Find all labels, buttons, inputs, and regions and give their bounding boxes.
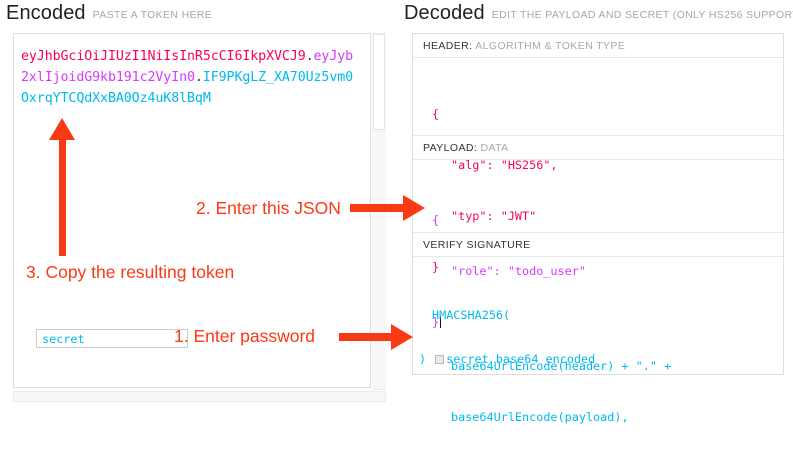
payload-line-3: } <box>432 314 783 331</box>
signature-line-1: HMACSHA256( <box>432 308 511 322</box>
payload-line-1: { <box>432 213 440 227</box>
annotation-step-3-arrow-shaft <box>59 138 66 256</box>
header-line-2: "alg": "HS256", <box>451 158 558 172</box>
header-code-area[interactable]: { "alg": "HS256", "typ": "JWT" } <box>413 58 783 274</box>
encoded-horizontal-scrollbar[interactable] <box>13 391 386 402</box>
decoded-title-text: Decoded <box>404 2 485 24</box>
header-label-value: ALGORITHM & TOKEN TYPE <box>475 40 626 52</box>
annotation-step-3-text: 3. Copy the resulting token <box>26 262 235 282</box>
header-line-3: "typ": "JWT" <box>451 209 537 223</box>
signature-closing-paren: ) <box>419 352 427 366</box>
signature-line-3: base64UrlEncode(payload), <box>451 410 629 424</box>
token-payload-segment: eyJyb2xlIjoidG9kb191c2VyIn0 <box>21 49 354 85</box>
token-signature-segment: IF9PKgLZ_XA70Uz5vm0OxrqYTCQdXxBA0Oz4uK8l… <box>21 70 354 106</box>
payload-section-label: PAYLOAD: DATA <box>413 136 783 160</box>
encoded-token-textarea[interactable] <box>13 33 371 388</box>
annotation-step-2-arrow-head <box>403 195 425 221</box>
encoded-scrollbar-thumb[interactable] <box>373 34 385 130</box>
encoded-title-text: Encoded <box>6 2 86 24</box>
payload-line-2: "role": "todo_user" <box>451 264 586 278</box>
decoded-subtitle-text: EDIT THE PAYLOAD AND SECRET (ONLY HS256 … <box>491 9 793 21</box>
header-label-key: HEADER: <box>423 40 473 52</box>
secret-input[interactable] <box>36 329 188 348</box>
payload-label-key: PAYLOAD: <box>423 142 478 154</box>
token-header-segment: eyJhbGciOiJIUzI1NiIsInR5cCI6IkpXVCJ9 <box>21 49 306 64</box>
payload-code-area[interactable]: { "role": "todo_user" } <box>413 160 783 329</box>
header-line-4: } <box>432 260 440 274</box>
decoded-panel: HEADER: ALGORITHM & TOKEN TYPE { "alg": … <box>412 33 784 424</box>
annotation-step-2-arrow-shaft <box>350 204 403 212</box>
signature-label-key: VERIFY SIGNATURE <box>423 239 531 251</box>
jwt-token-text[interactable]: eyJhbGciOiJIUzI1NiIsInR5cCI6IkpXVCJ9.eyJ… <box>21 46 355 109</box>
token-separator-2: . <box>194 70 203 85</box>
annotation-step-1-arrow-shaft <box>339 333 391 341</box>
annotation-step-1-arrow-head <box>391 324 413 350</box>
annotation-step-1-text: 1. Enter password <box>174 326 316 346</box>
header-section-label: HEADER: ALGORITHM & TOKEN TYPE <box>413 34 783 58</box>
base64-encoded-checkbox[interactable] <box>435 355 445 364</box>
text-cursor <box>440 316 442 328</box>
annotation-step-2-text: 2. Enter this JSON <box>196 198 341 218</box>
signature-closing-row: ) secret base64 encoded <box>419 351 595 368</box>
encoded-panel-title: Encoded PASTE A TOKEN HERE <box>6 2 212 25</box>
annotation-step-3-arrow-head <box>49 118 75 140</box>
header-line-1: { <box>432 107 440 121</box>
payload-label-value: DATA <box>480 142 509 154</box>
base64-encoded-label[interactable]: secret base64 encoded <box>446 352 596 366</box>
payload-line-3-text: } <box>432 315 440 329</box>
encoded-subtitle-text: PASTE A TOKEN HERE <box>92 9 213 21</box>
signature-line-2: base64UrlEncode(header) + "." + <box>451 359 672 373</box>
signature-section-label: VERIFY SIGNATURE <box>413 233 783 257</box>
decoded-panel-title: Decoded EDIT THE PAYLOAD AND SECRET (ONLY… <box>404 2 793 25</box>
token-separator-1: . <box>305 49 314 64</box>
